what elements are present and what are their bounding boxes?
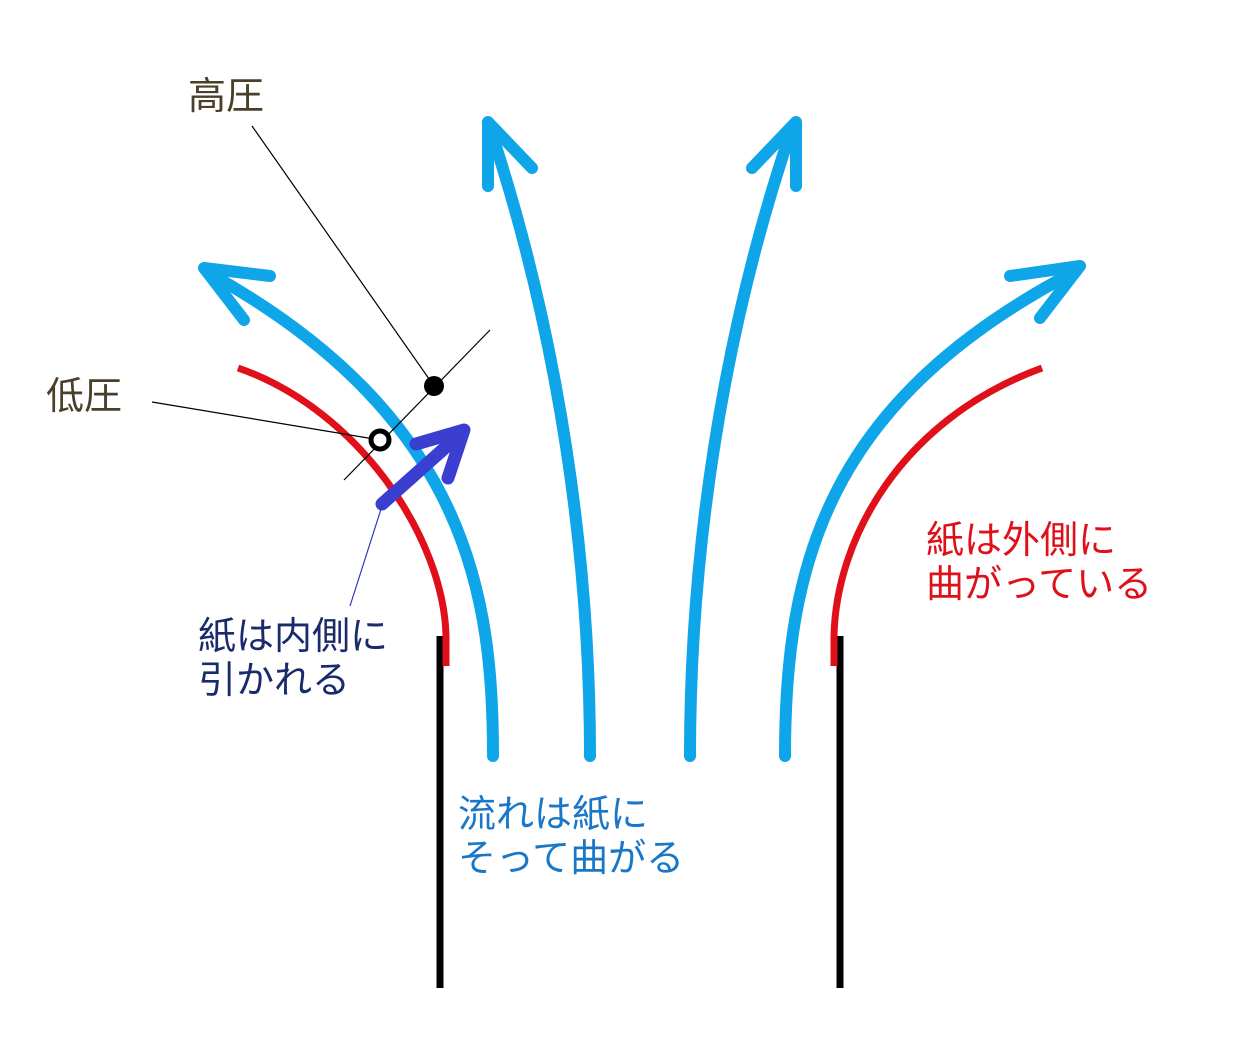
low-pressure-text: 低圧 [46, 374, 123, 418]
paper-pulled-inward-line-1: 紙は内側に [198, 614, 389, 658]
airflow-arrowhead-right [1004, 260, 1086, 324]
high-pressure-point [424, 376, 444, 396]
low-pressure-point [368, 428, 392, 452]
airflow-streamline-right [779, 266, 1080, 762]
paper-pulled-inward-line-2: 引かれる [198, 658, 351, 702]
force-arrow-head [409, 423, 471, 485]
airflow-arrowhead-center-right [746, 116, 802, 192]
force-arrow-shaft [375, 431, 463, 511]
flow-follows-paper-line-2: そって曲がる [458, 836, 685, 880]
airflow-streamline-left [208, 270, 499, 762]
airflow-arrowhead-center-left [482, 116, 538, 192]
paper-curved-outward-label: 紙は外側に 曲がっている [926, 518, 1152, 606]
pressure-section-line [343, 329, 491, 481]
low-pressure-label: 低圧 [46, 374, 122, 418]
low-pressure-leader [151, 401, 381, 441]
paper-pulled-inward-label: 紙は内側に 引かれる [198, 614, 388, 702]
airflow-streamline-center-left [484, 122, 596, 762]
paper-curved-outward-line-1: 紙は外側に [926, 518, 1117, 562]
flow-follows-paper-label: 流れは紙に そって曲がる [458, 792, 684, 880]
flow-follows-paper-line-1: 流れは紙に [458, 792, 649, 836]
airflow-streamline-center-right [684, 122, 798, 762]
airflow-arrowhead-left [198, 262, 276, 326]
high-pressure-leader [251, 125, 435, 387]
paper-curved-outward-line-2: 曲がっている [926, 562, 1153, 606]
high-pressure-label: 高圧 [188, 74, 264, 118]
force-arrow-leader [349, 505, 383, 607]
high-pressure-text: 高圧 [188, 74, 265, 118]
right-paper-edge [830, 364, 1044, 666]
